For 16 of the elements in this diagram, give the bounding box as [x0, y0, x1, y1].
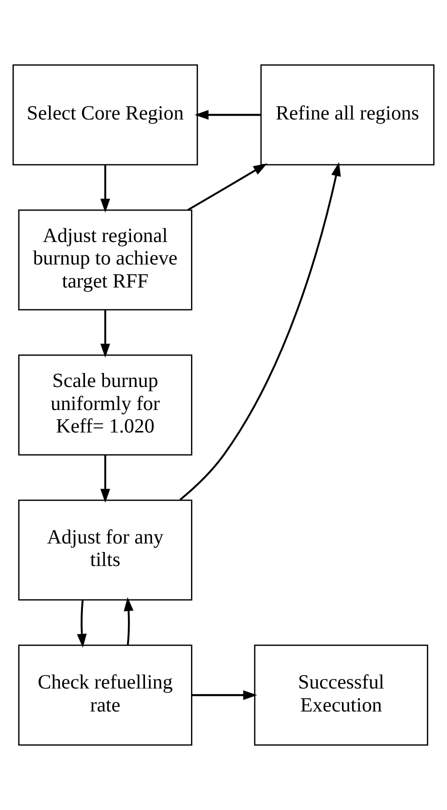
arrow: [180, 162, 341, 500]
node-box: Adjust for any tilts: [18, 500, 192, 601]
arrow: [100, 164, 110, 213]
arrow: [100, 310, 110, 358]
node-box: Check refuelling rate: [18, 644, 192, 746]
arrow: [76, 600, 87, 648]
arrow: [100, 454, 110, 503]
node-box: Refine all regions: [260, 64, 434, 166]
arrow: [192, 690, 258, 700]
node-box: Scale burnup uniformly for Keff= 1.020: [18, 354, 192, 456]
arrow: [187, 163, 268, 211]
node-box: Select Core Region: [12, 64, 198, 166]
node-box: Successful Execution: [254, 644, 428, 746]
arrow: [194, 110, 261, 120]
arrow: [124, 597, 134, 646]
node-box: Adjust regional burnup to achieve target RFF: [18, 209, 192, 310]
